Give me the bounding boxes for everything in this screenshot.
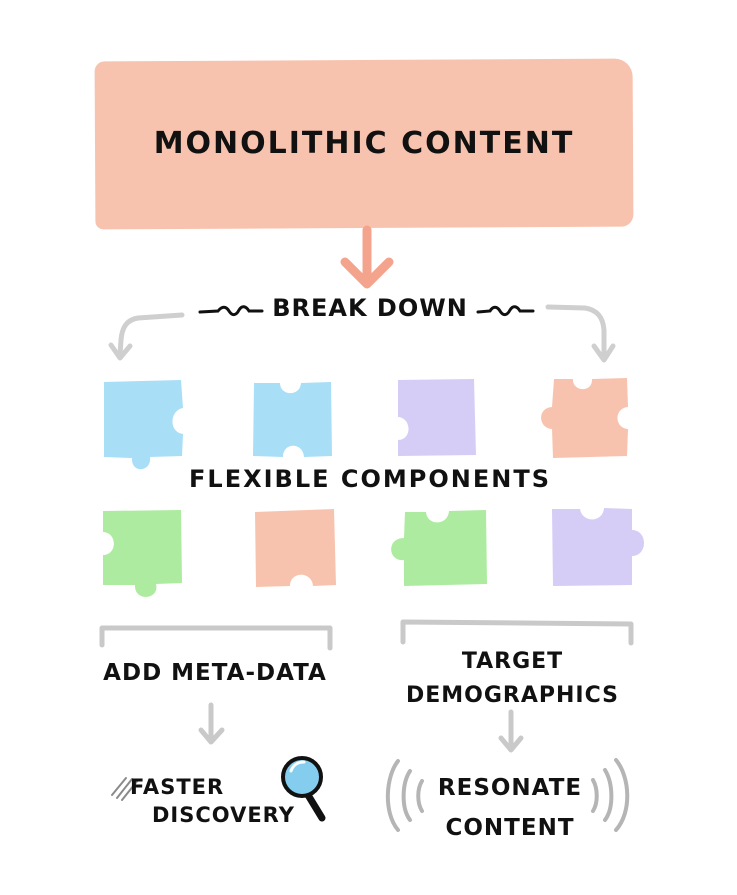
puzzle-piece-icon [541, 378, 628, 458]
faster-line-2: Discovery [152, 803, 295, 827]
speed-lines-icon [111, 777, 139, 801]
right-bracket [400, 619, 634, 646]
down-arrow-icon [498, 709, 524, 753]
left-branch-arrow [108, 312, 185, 361]
squiggle-left [198, 305, 264, 317]
target-line-1: Target [461, 649, 564, 674]
signal-waves-icon [385, 758, 630, 832]
puzzle-piece-icon [398, 379, 476, 456]
resonate-line-1: Resonate [437, 775, 583, 801]
resonate-content-label: Resonate Content [410, 768, 610, 848]
right-branch-arrow [545, 304, 616, 363]
diagram-title: Monolithic Content [153, 126, 575, 161]
puzzle-piece-icon [255, 509, 336, 587]
faster-line-1: Faster [130, 775, 225, 799]
magnifying-glass-icon [281, 756, 326, 822]
puzzle-piece-icon [103, 510, 182, 597]
break-down-label: Break Down [272, 294, 468, 322]
puzzle-piece-icon [391, 510, 487, 586]
faster-discovery-label: Faster Discovery [130, 773, 295, 829]
add-meta-data-label: Add Meta-Data [103, 660, 327, 686]
puzzle-piece-icon [104, 380, 183, 470]
down-arrow-icon [340, 225, 394, 289]
flexible-components-label: Flexible Components [189, 465, 551, 493]
puzzle-piece-icon [552, 508, 644, 586]
resonate-line-2: Content [445, 815, 575, 841]
left-bracket [99, 625, 333, 651]
target-demographics-label: Target Demographics [395, 645, 630, 713]
puzzle-piece-icon [253, 382, 332, 457]
target-line-2: Demographics [405, 683, 620, 708]
squiggle-right [476, 305, 535, 317]
down-arrow-icon [198, 702, 225, 745]
